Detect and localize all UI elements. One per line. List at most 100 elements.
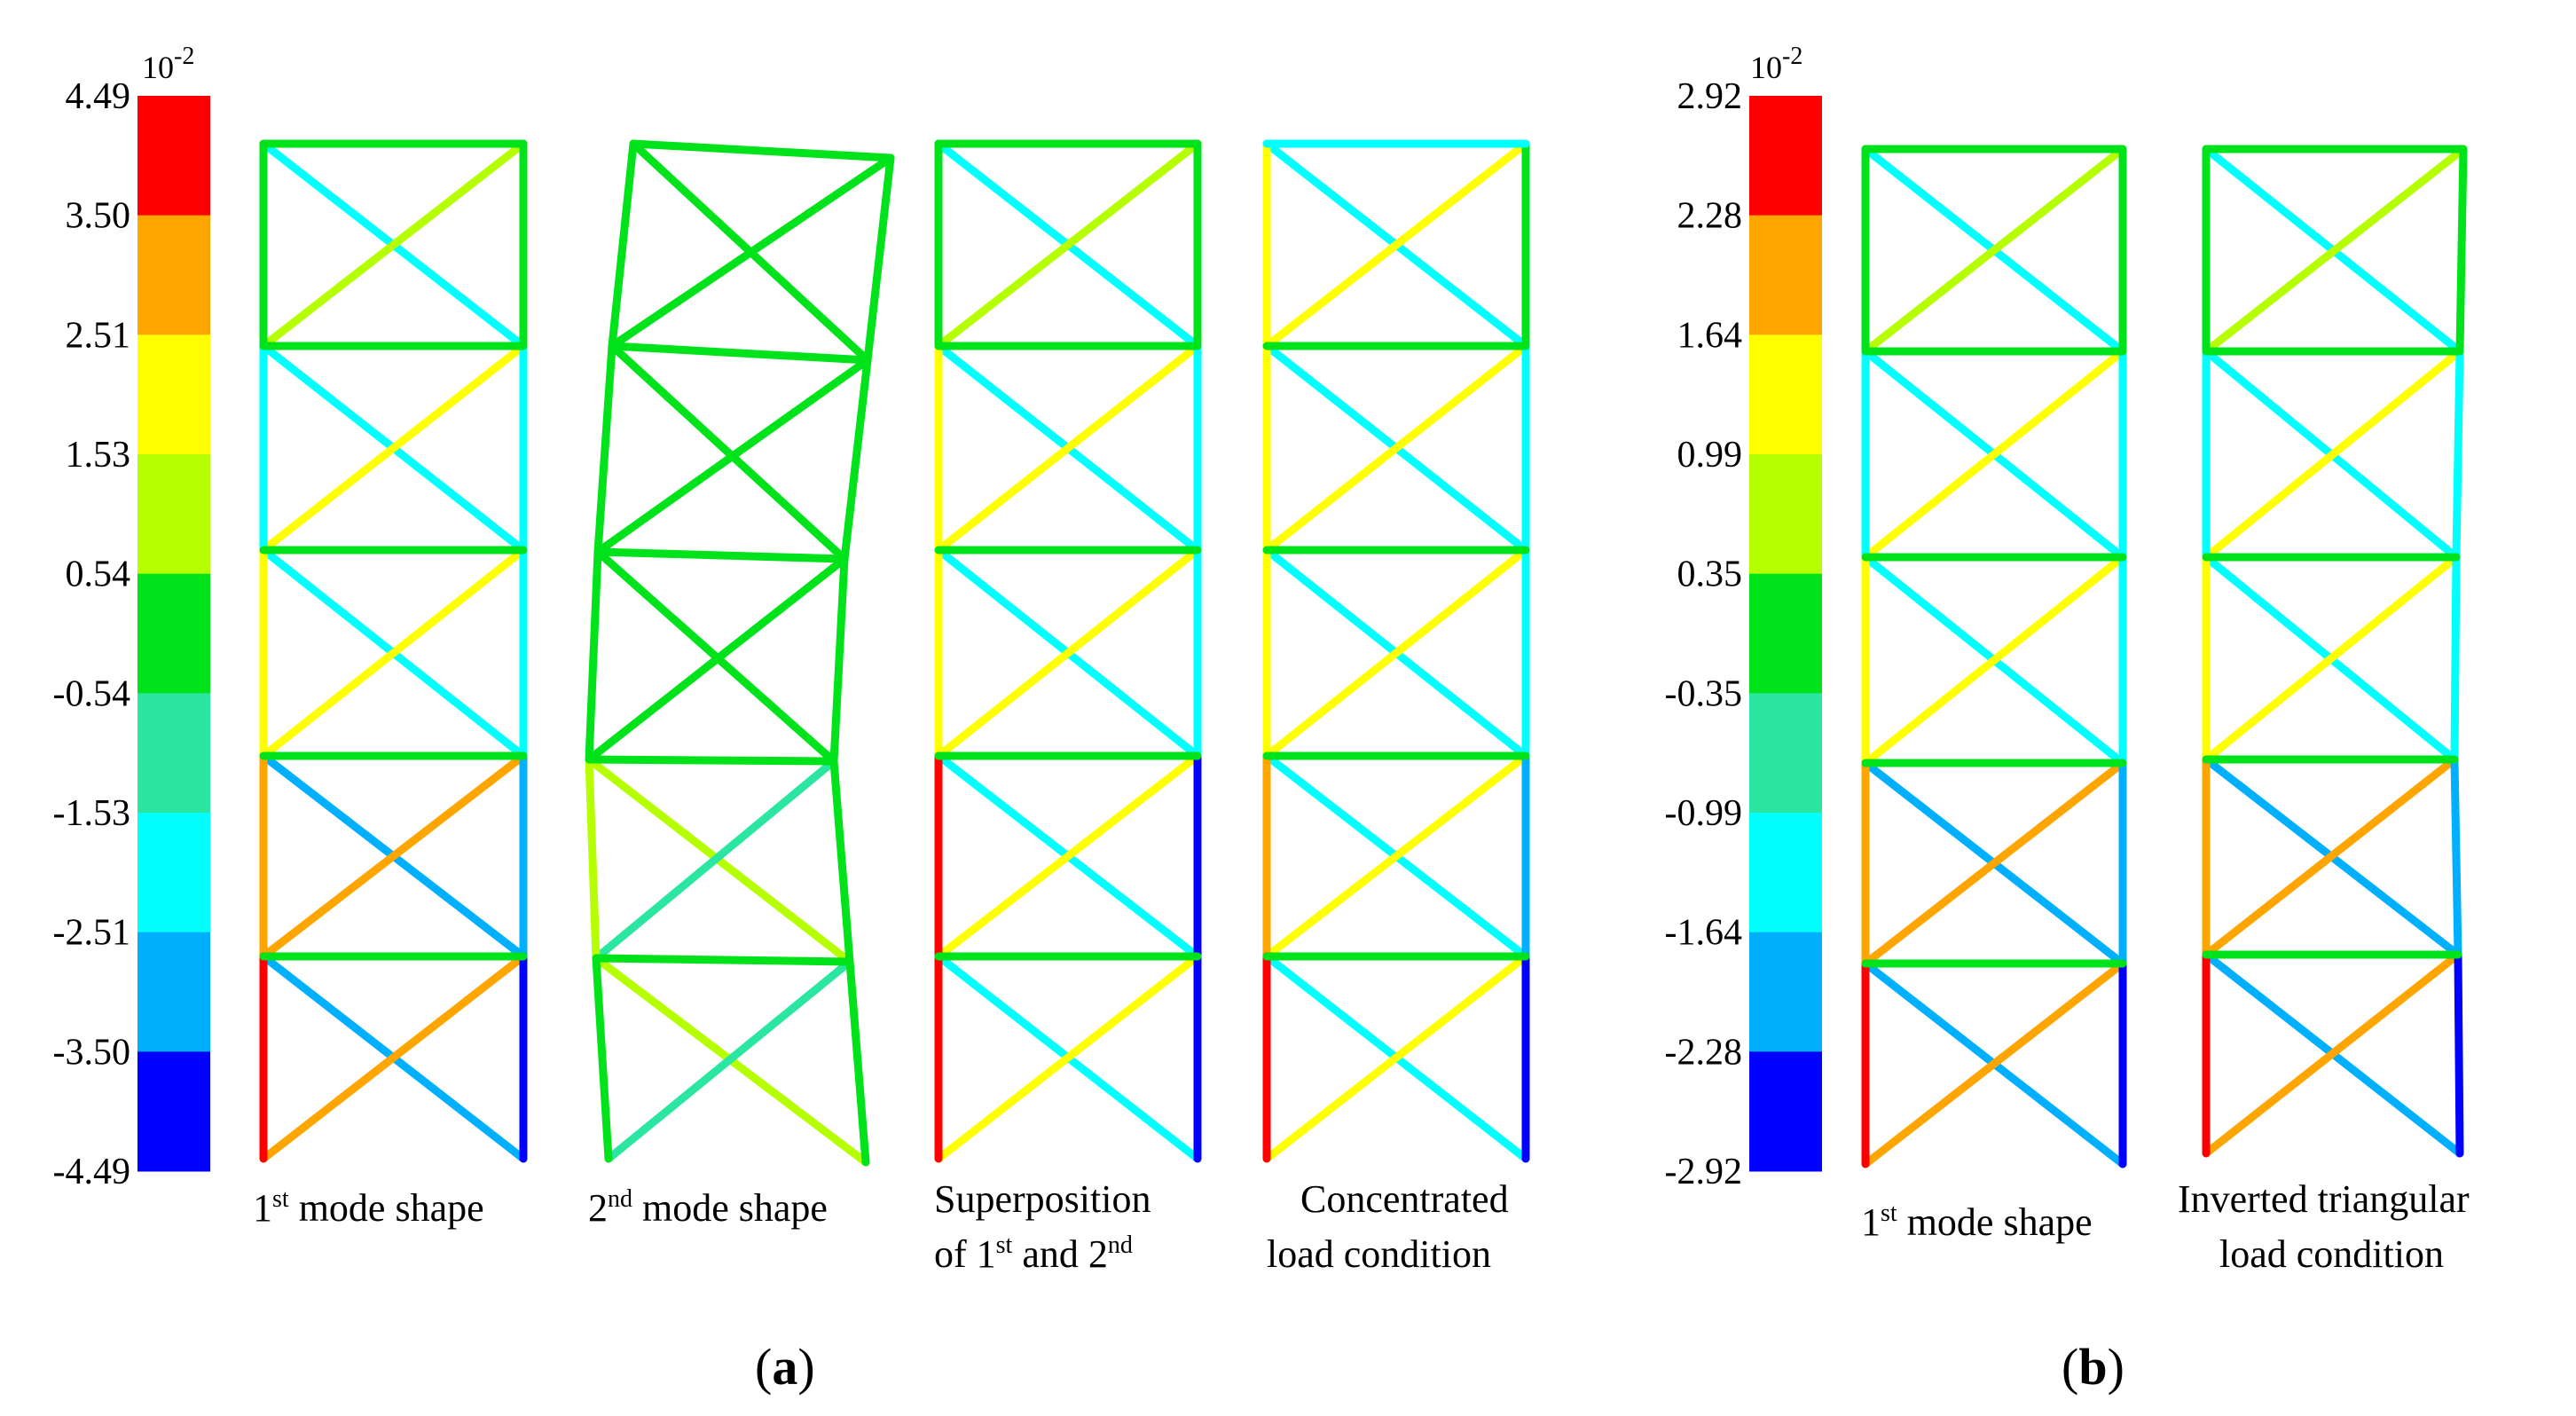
colorbar-b-tick-label: -2.92	[1665, 1152, 1743, 1192]
truss-diagonal	[1861, 145, 2127, 356]
truss-diagonal	[934, 139, 1202, 350]
colorbar-a-tick-label: 1.53	[66, 435, 131, 476]
colorbar-b-band	[1749, 215, 1822, 335]
colorbar-b-band	[1749, 693, 1822, 814]
truss-column	[863, 153, 895, 365]
truss-diagonal	[1861, 553, 2127, 767]
truss-column	[592, 954, 613, 1163]
colorbar-a-ticks: 4.49 3.50 2.51 1.53 0.54 -0.54 -1.53 -2.51 -3.50…	[53, 76, 131, 1192]
frame-a-concentrated	[1262, 139, 1530, 1163]
caption-b-1st-mode: 1st mode shape	[1861, 1200, 2093, 1244]
caption-a-2nd-mode: 2nd mode shape	[588, 1185, 828, 1230]
truss-column	[608, 139, 638, 350]
truss-column	[840, 356, 872, 563]
truss-beam	[592, 954, 854, 966]
truss-diagonal	[1262, 952, 1530, 1163]
truss-diagonal	[2202, 347, 2464, 562]
truss-diagonal	[593, 356, 872, 556]
colorbar-a-tick-label: 2.51	[66, 315, 131, 356]
colorbar-b-tick-label: -0.99	[1665, 793, 1743, 834]
truss-diagonal	[934, 751, 1202, 961]
truss-column	[585, 755, 601, 963]
truss-beam	[585, 755, 838, 766]
colorbar-a-tick-label: -2.51	[53, 913, 131, 954]
svg-text:Inverted triangular: Inverted triangular	[2178, 1177, 2470, 1221]
truss-beam	[629, 139, 895, 162]
colorbar-a-tick-label: 0.54	[66, 555, 131, 595]
truss-diagonal	[1861, 347, 2127, 562]
truss-diagonal	[1262, 751, 1530, 961]
truss-diagonal	[608, 153, 895, 350]
colorbar-b-band	[1749, 96, 1822, 216]
truss-diagonal	[1861, 959, 2127, 1168]
colorbar-b-band	[1749, 813, 1822, 933]
truss-frames	[259, 139, 2468, 1168]
svg-text:2nd mode shape: 2nd mode shape	[588, 1185, 828, 1230]
colorbar-b	[1749, 96, 1822, 1172]
svg-text:1st mode shape: 1st mode shape	[1861, 1200, 2093, 1244]
caption-b-inverted-triangular: Inverted triangular load condition	[2178, 1177, 2470, 1276]
truss-column	[2455, 145, 2468, 356]
colorbar-a-tick-label: -1.53	[53, 793, 131, 834]
truss-diagonal	[1262, 546, 1530, 760]
truss-diagonal	[934, 952, 1202, 1163]
truss-diagonal	[1861, 759, 2127, 968]
truss-diagonal	[608, 342, 849, 563]
svg-text:Concentrated: Concentrated	[1300, 1177, 1509, 1221]
colorbar-a-band	[137, 932, 210, 1052]
truss-diagonal	[2202, 950, 2462, 1158]
colorbar-a-band	[137, 215, 210, 335]
frame-a-2nd-mode	[585, 139, 895, 1167]
truss-column	[829, 757, 854, 966]
colorbar-b-tick-label: 0.99	[1677, 435, 1743, 476]
colorbar-b-tick-label: -1.64	[1665, 913, 1743, 954]
colorbar-a-tick-label: 4.49	[66, 76, 131, 117]
frame-a-superposition	[934, 139, 1202, 1163]
colorbar-a-band	[137, 96, 210, 216]
colorbar-b-tick-label: 0.35	[1677, 555, 1743, 595]
truss-diagonal	[1262, 139, 1530, 350]
truss-column	[2452, 347, 2464, 562]
truss-column	[2450, 755, 2462, 959]
truss-column	[2454, 950, 2464, 1158]
truss-column	[585, 547, 602, 764]
truss-beam	[593, 547, 849, 563]
colorbar-b-ticks: 2.922.281.640.990.35-0.35-0.99-1.64-2.28…	[1665, 76, 1743, 1192]
truss-column	[829, 555, 849, 766]
svg-text:of 1st and 2nd: of 1st and 2nd	[934, 1231, 1133, 1276]
panel-label-b: (b)	[2062, 1338, 2124, 1396]
colorbar-b-tick-label: 2.92	[1677, 76, 1743, 117]
colorbar-a-exponent: 10-2	[142, 43, 194, 85]
colorbar-b-band	[1749, 454, 1822, 575]
colorbar-b-exponent: 10-2	[1750, 43, 1802, 85]
truss-diagonal	[585, 555, 849, 764]
colorbar-a	[137, 96, 210, 1172]
truss-diagonal	[934, 546, 1202, 760]
svg-text:Superposition: Superposition	[934, 1177, 1151, 1221]
colorbar-a-band	[137, 693, 210, 814]
truss-diagonal	[2202, 145, 2468, 356]
truss-diagonal	[259, 751, 528, 961]
svg-text:load condition: load condition	[2219, 1232, 2444, 1276]
svg-text:load condition: load condition	[1267, 1232, 1491, 1276]
colorbar-a-band	[137, 454, 210, 575]
truss-diagonal	[1262, 342, 1530, 555]
colorbar-a-band	[137, 573, 210, 694]
truss-diagonal	[259, 342, 528, 555]
truss-column	[593, 342, 617, 556]
colorbar-a-band	[137, 334, 210, 455]
truss-diagonal	[592, 757, 838, 963]
colorbar-b-tick-label: 1.64	[1677, 315, 1743, 356]
colorbar-b-band	[1749, 334, 1822, 455]
truss-diagonal	[259, 546, 528, 760]
colorbar-b-band	[1749, 932, 1822, 1052]
colorbar-b-band	[1749, 1051, 1822, 1172]
colorbar-a-tick-label: -3.50	[53, 1032, 131, 1073]
colorbar-a-tick-label: -0.54	[53, 673, 131, 714]
truss-diagonal	[259, 952, 528, 1163]
colorbar-a-tick-label: 3.50	[66, 196, 131, 237]
colorbar-b-band	[1749, 573, 1822, 694]
frame-b-1st-mode	[1861, 145, 2127, 1168]
truss-diagonal	[2202, 755, 2459, 959]
